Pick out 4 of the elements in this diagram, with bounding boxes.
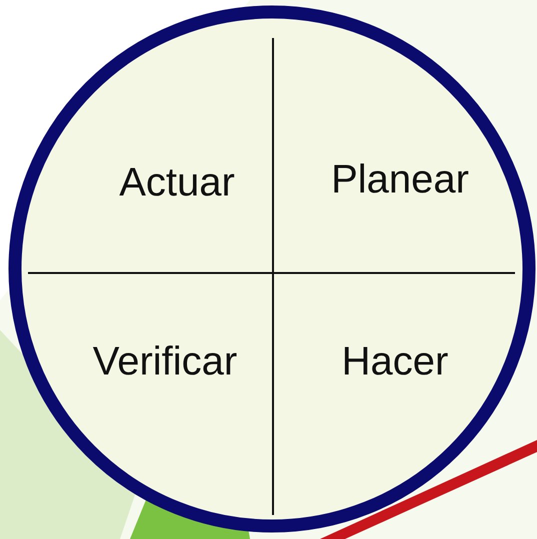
quadrant-label: Hacer: [342, 340, 448, 384]
quadrant-label: Actuar: [119, 160, 235, 206]
quadrant-label: Verificar: [92, 340, 238, 384]
quadrant-label: Planear: [331, 158, 469, 202]
